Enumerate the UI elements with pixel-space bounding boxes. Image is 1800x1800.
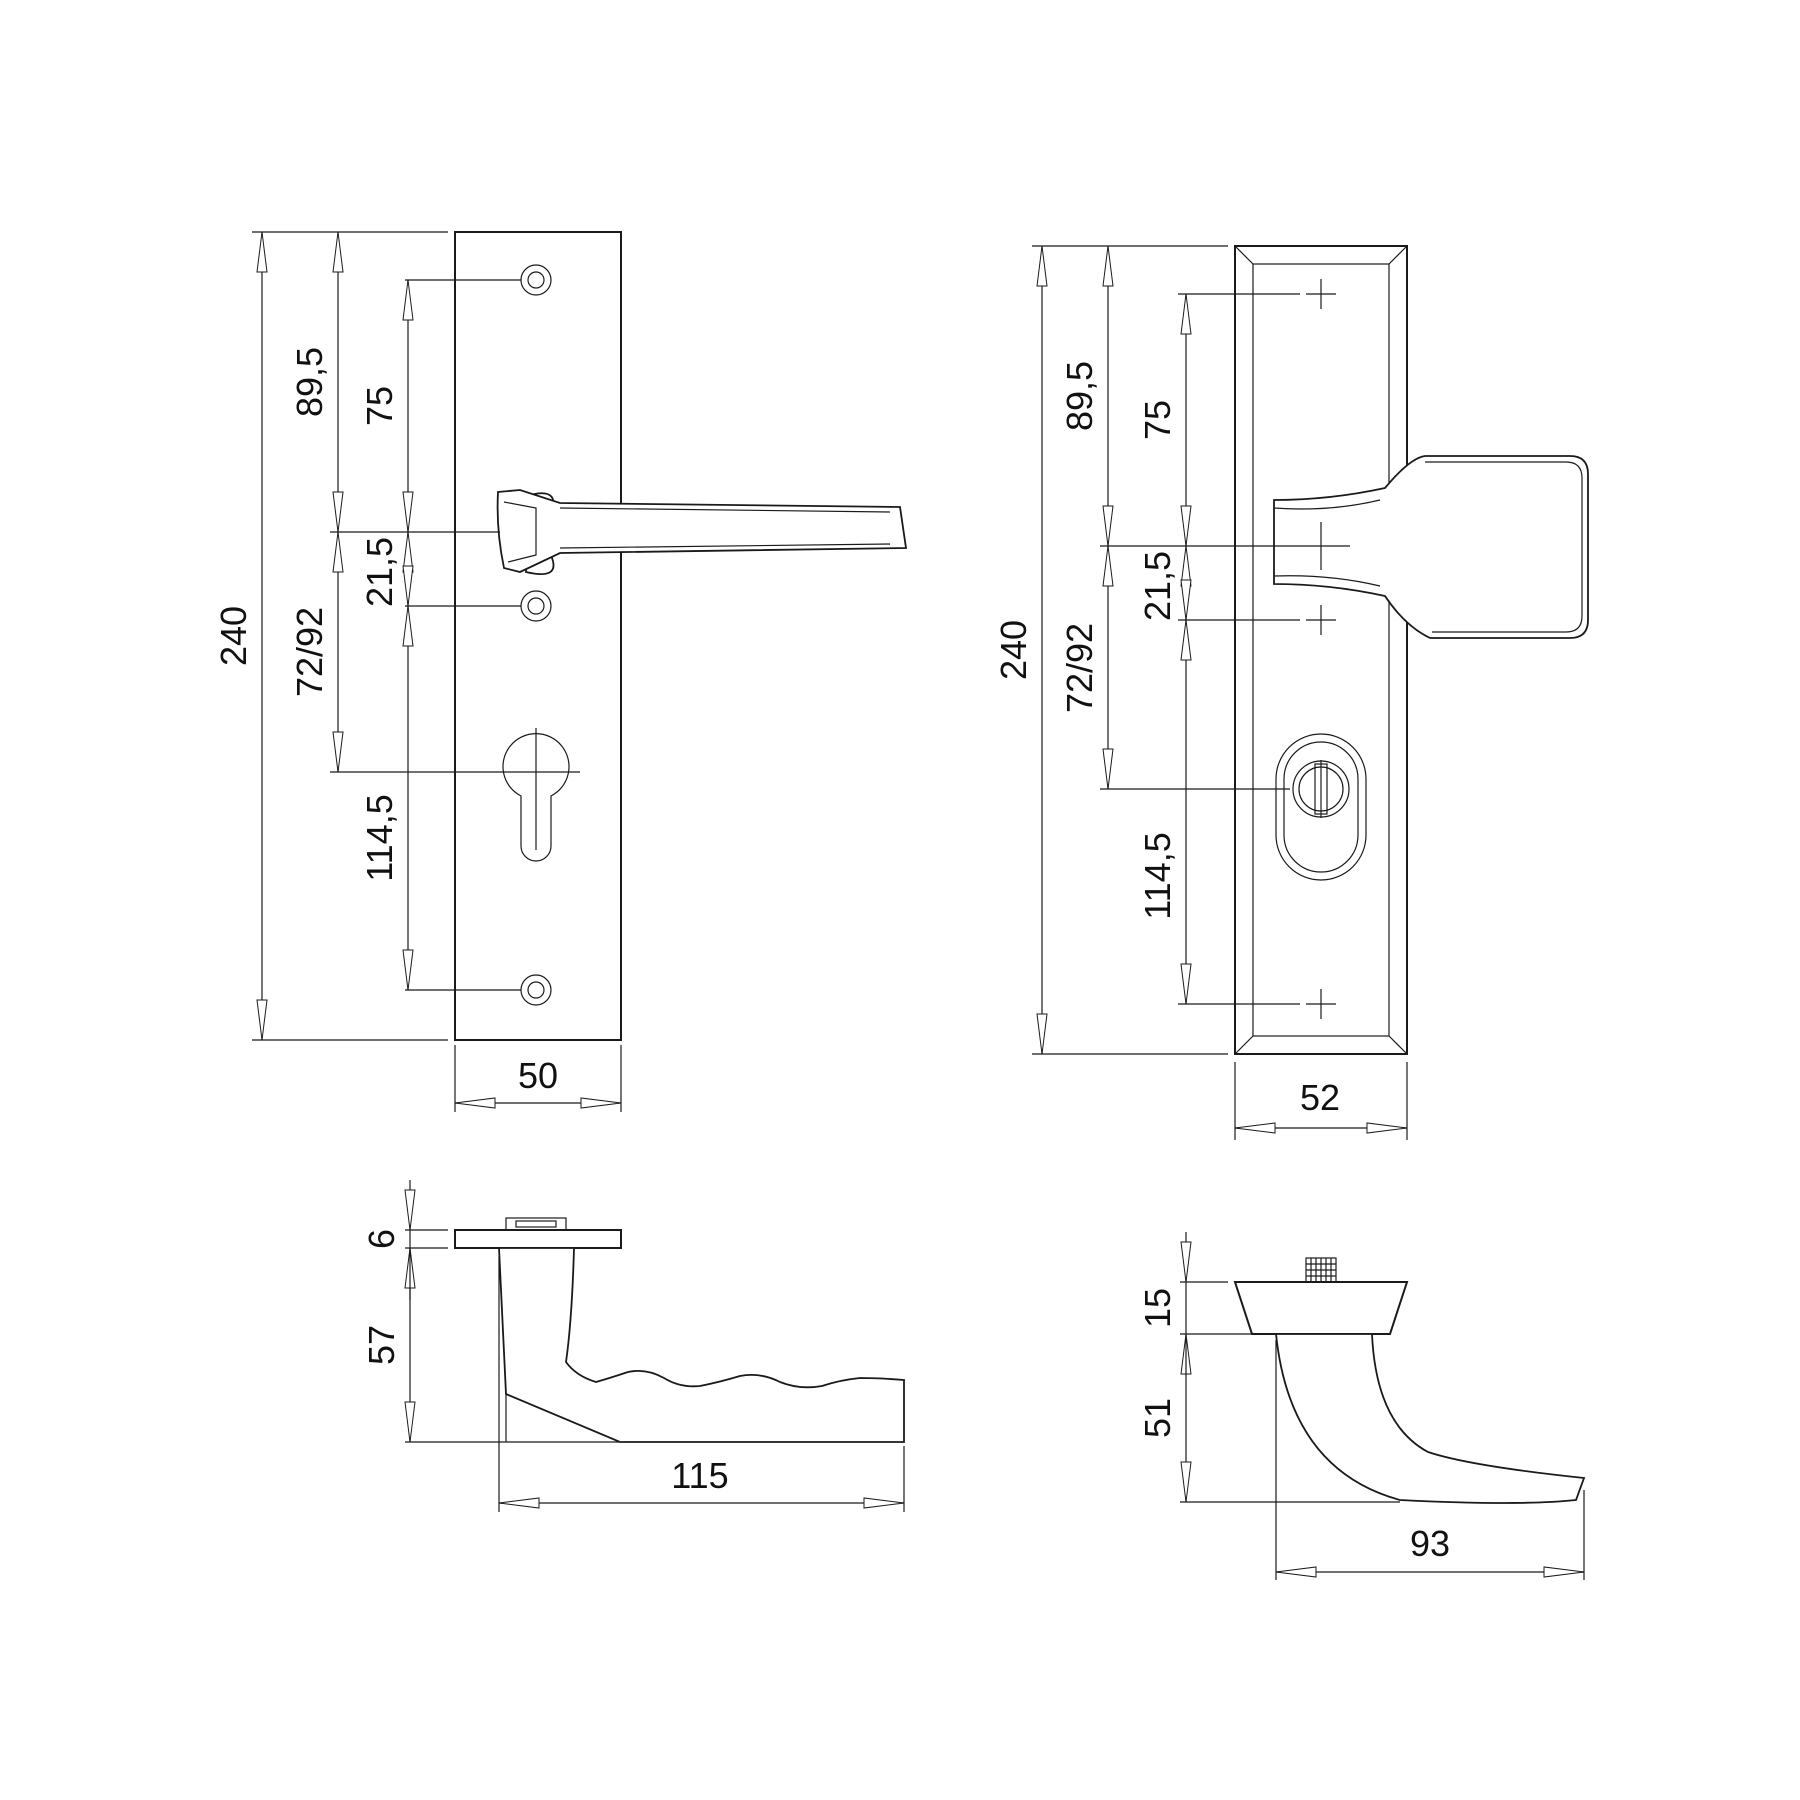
side-plate-right (1233, 1281, 1409, 1335)
dim-lever-projection-right: 51 (1137, 1398, 1178, 1438)
screw-hole-middle-icon (520, 590, 552, 622)
backplate-right-outer (1234, 245, 1408, 1055)
dim-overall-height-right: 240 (993, 620, 1034, 680)
dim-lower-screw-span-left: 114,5 (359, 794, 400, 881)
dim-plate-thickness-left: 6 (361, 1229, 402, 1249)
side-plate-left (454, 1229, 622, 1249)
dim-lower-screw-span-right: 114,5 (1137, 832, 1178, 919)
dim-lever-to-screw-left: 21,5 (359, 537, 400, 607)
dim-lever-projection-left: 57 (361, 1325, 402, 1365)
screw-hole-bottom-icon (520, 974, 552, 1006)
left-front-view: 240 89,5 72/92 75 21,5 114,5 50 (213, 231, 908, 1112)
screw-mark-top-icon (1306, 279, 1336, 309)
dim-plate-thickness-right: 15 (1137, 1288, 1178, 1328)
cylinder-rosette-icon (1275, 733, 1367, 881)
dim-lever-length-left: 115 (671, 1455, 728, 1496)
lever-side-profile-left (498, 1247, 905, 1443)
dim-plate-width-left: 50 (518, 1055, 558, 1096)
backplate-right-inner (1252, 263, 1390, 1037)
dim-top-to-lever-left: 89,5 (289, 347, 330, 417)
screw-hole-top-icon (520, 264, 552, 296)
right-front-view: 240 89,5 72/92 75 21,5 114,5 52 (993, 245, 1589, 1140)
screw-mark-middle-icon (1306, 605, 1336, 635)
screw-mark-bottom-icon (1306, 989, 1336, 1019)
dim-lever-to-screw-right: 21,5 (1137, 551, 1178, 621)
right-side-view: 15 51 93 (1137, 1232, 1586, 1580)
keyhole-icon (502, 733, 570, 862)
lever-side-profile-right (1275, 1333, 1586, 1504)
dim-overall-height-left: 240 (213, 606, 254, 666)
dim-top-to-lever-right: 89,5 (1059, 361, 1100, 431)
dim-screw-to-lever-left: 75 (359, 386, 400, 426)
backplate-left (454, 231, 622, 1041)
dim-screw-to-lever-right: 75 (1137, 400, 1178, 440)
dim-lever-length-right: 93 (1410, 1523, 1450, 1564)
lever-handle-front-left (496, 489, 908, 576)
dim-plate-width-right: 52 (1300, 1077, 1340, 1118)
dim-lever-to-keyhole-left: 72/92 (289, 607, 330, 697)
dim-lever-to-keyhole-right: 72/92 (1059, 623, 1100, 713)
left-side-view: 6 57 115 (361, 1180, 905, 1512)
lever-handle-front-right (1273, 455, 1589, 639)
